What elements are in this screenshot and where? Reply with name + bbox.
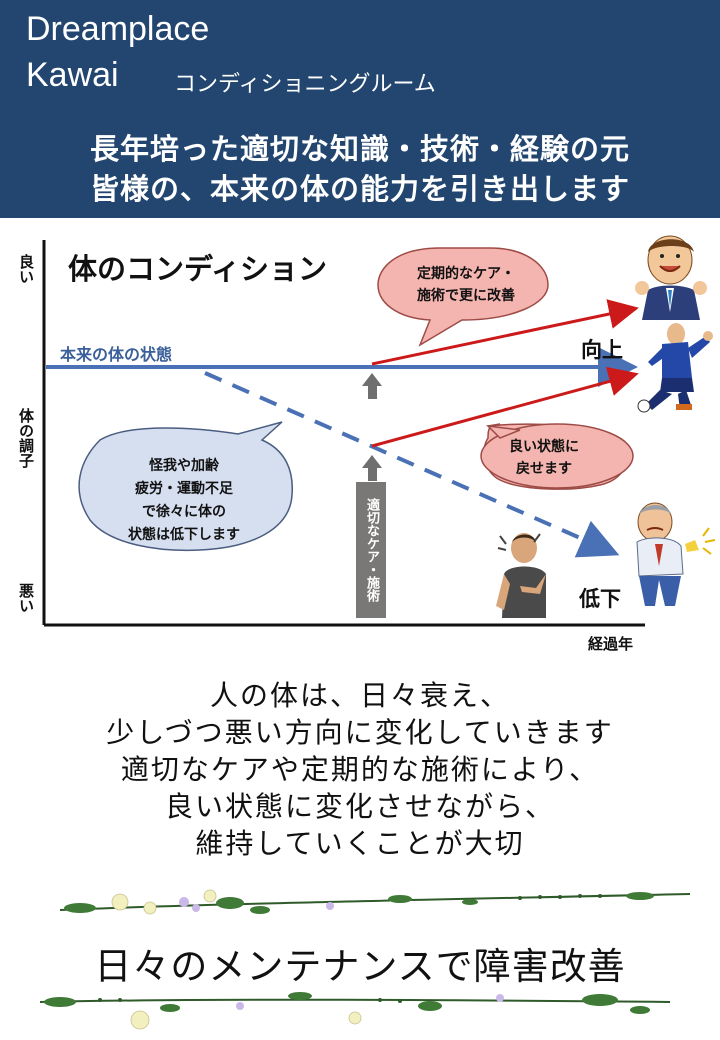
x-axis-label: 経過年 [588, 635, 634, 653]
bubble-regular-line2: 施術で更に改善 [417, 288, 515, 304]
message-line4: 良い状態に変化させながら、 [164, 790, 555, 823]
improve-label: 向上 [581, 338, 623, 362]
soccer-player-celebrating-icon [637, 323, 713, 413]
ideal-state-label: 本来の体の状態 [60, 345, 173, 364]
main-message: 人の体は、日々衰え、 少しづつ悪い方向に変化していきます 適切なケアや定期的な施… [0, 677, 720, 862]
brand-name-line2: Kawai [26, 56, 119, 94]
bubble-decline [78, 421, 294, 552]
man-with-back-pain-icon [636, 502, 716, 606]
improve-line-upper [371, 299, 639, 366]
decline-label: 低下 [579, 587, 621, 611]
bubble-good-state-body [480, 423, 634, 489]
bubble-good-line1: 良い状態に [509, 439, 579, 455]
bubble-good-line2: 戻せます [516, 461, 572, 477]
header-banner: Dreamplace Kawai コンディショニングルーム 長年培った適切な知識… [0, 0, 720, 218]
decline-line [204, 371, 620, 558]
bubble-decline-line1: 怪我や加齢 [149, 458, 219, 474]
bubble-regular-care [377, 247, 549, 347]
bubble-decline-line4: 状態は低下します [128, 527, 240, 543]
bubble-good-state-text: 良い状態に 戻せます [486, 436, 602, 480]
message-line3: 適切なケアや定期的な施術により、 [120, 753, 600, 786]
tagline-line1: 長年培った適切な知識・技術・経験の元 [89, 132, 630, 166]
vine-decoration-bottom [39, 992, 671, 1030]
message-line2: 少しづつ悪い方向に変化していきます [106, 716, 614, 749]
vine-decoration-top [59, 889, 691, 915]
cheering-businessman-icon [635, 235, 707, 320]
bubble-regular-care-text: 定期的なケア・ 施術で更に改善 [392, 263, 540, 307]
y-axis-label-bad: 悪い [17, 583, 35, 613]
brand-name-line1: Dreamplace [26, 10, 210, 48]
message-line5: 維持していくことが大切 [195, 827, 525, 860]
care-arrow-upper [362, 373, 382, 399]
motto-text: 日々のメンテナンスで障害改善 [94, 945, 626, 988]
y-axis-label-condition: 体の調子 [17, 408, 35, 468]
message-line1: 人の体は、日々衰え、 [209, 679, 510, 712]
bubble-good-state-tail [485, 424, 521, 439]
bubble-decline-text: 怪我や加齢 疲労・運動不足 で徐々に体の 状態は低下します [84, 455, 284, 547]
man-with-chest-pain-icon [496, 533, 546, 618]
improve-line-lower [371, 366, 639, 448]
care-arrow-lower [362, 455, 382, 481]
care-treatment-box: 適切なケア・施術 [356, 482, 386, 618]
bubble-decline-line2: 疲労・運動不足 [135, 481, 233, 497]
brand-subtitle: コンディショニングルーム [174, 72, 436, 97]
condition-diagram [42, 235, 716, 627]
bubble-regular-line1: 定期的なケア・ [417, 266, 515, 282]
y-axis-label-good: 良い [17, 254, 35, 284]
tagline-line2: 皆様の、本来の体の能力を引き出します [89, 172, 630, 206]
diagram-title: 体のコンディション [68, 252, 327, 286]
bubble-decline-line3: で徐々に体の [142, 504, 226, 520]
